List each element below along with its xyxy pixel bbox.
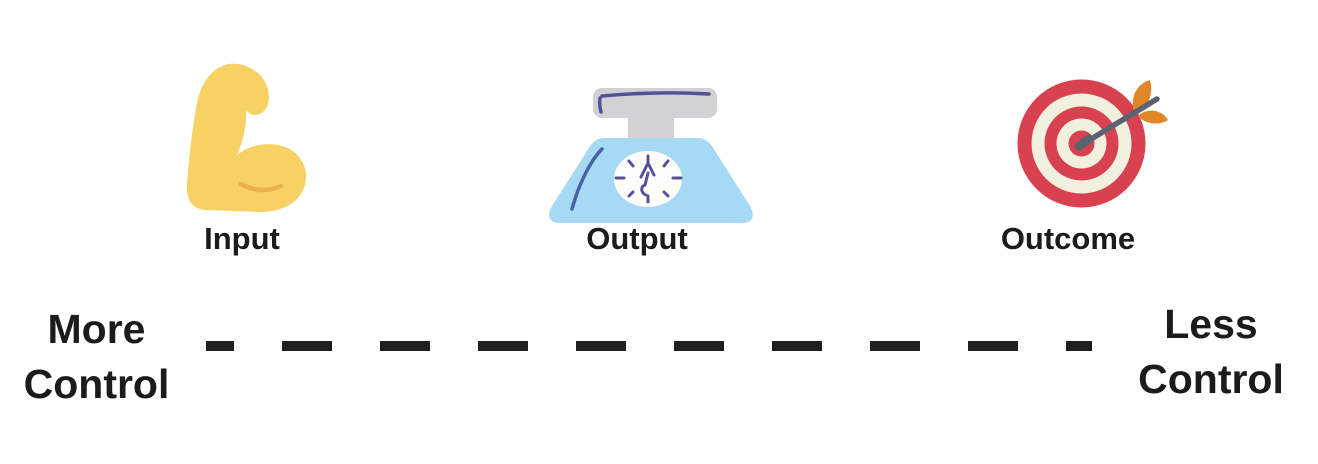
outcome-label: Outcome: [1000, 221, 1136, 256]
scale-dial-needle: [639, 161, 656, 197]
arrow-feather-lower: [1139, 110, 1168, 124]
more-control-line2: Control: [23, 361, 170, 407]
more-control-line1: More: [47, 306, 146, 352]
scale-platform-line: [597, 91, 711, 114]
bicep-crease-line: [238, 181, 284, 193]
scale-dial-ticks: [614, 154, 683, 204]
output-label: Output: [586, 221, 688, 256]
scale-body-contour: [570, 147, 604, 211]
less-control-label: Less Control: [1121, 297, 1301, 407]
arrow-feather-upper: [1132, 80, 1152, 114]
flexed-bicep-icon: [186, 63, 307, 212]
arrow-tip: [1074, 134, 1094, 151]
less-control-line2: Control: [1138, 356, 1284, 402]
less-control-line1: Less: [1164, 301, 1258, 347]
more-control-label: More Control: [14, 302, 179, 412]
weighing-scale-icon: [549, 88, 753, 223]
bicep-arm-shape: [186, 63, 307, 212]
control-spectrum-dashed-line: [206, 341, 1092, 351]
input-label: Input: [204, 221, 280, 256]
target-with-arrow-icon: [1017, 79, 1168, 208]
